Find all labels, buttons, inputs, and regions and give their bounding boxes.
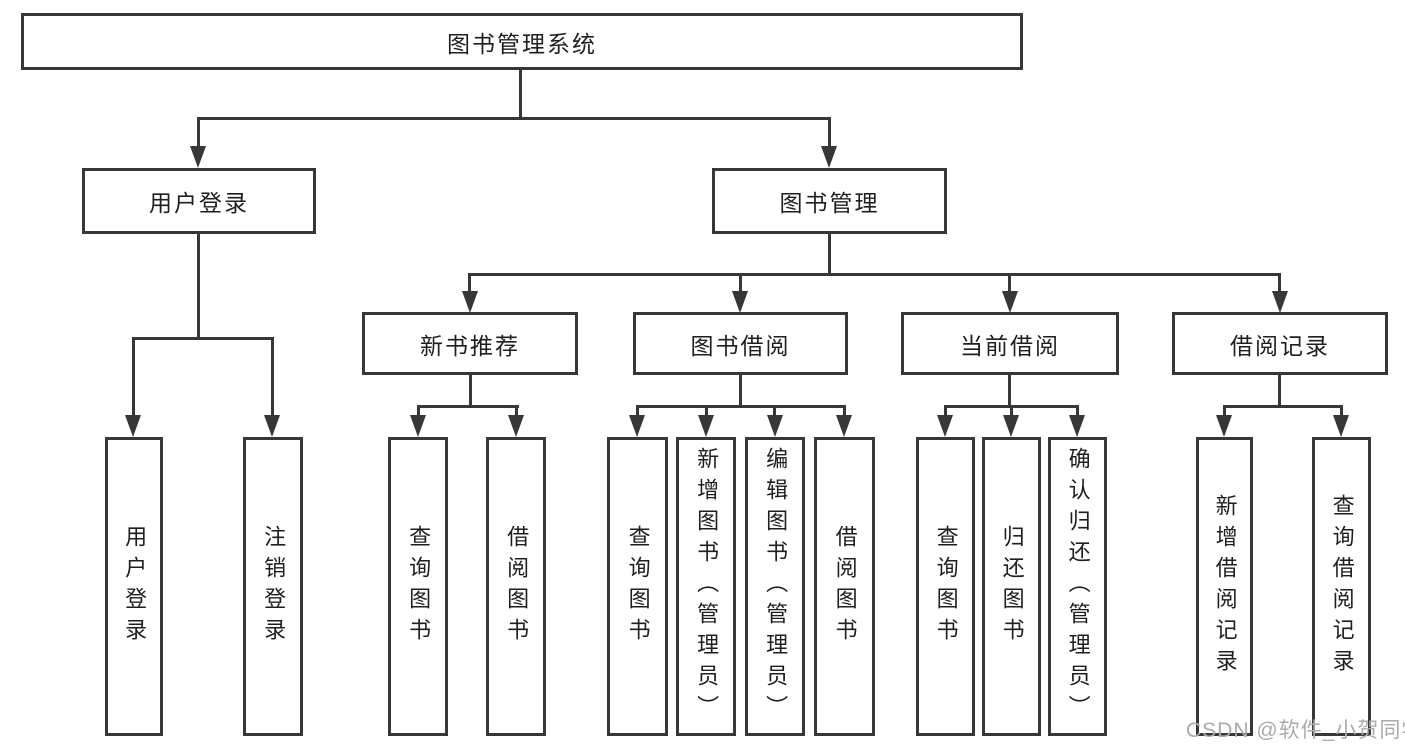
connector-stub-current-confirm <box>1076 405 1079 419</box>
leaf-current-return-book: 归还图书 <box>982 437 1041 736</box>
leaf-recommend-query-book: 查询图书 <box>388 437 448 736</box>
connector-stub-book-management <box>828 117 831 150</box>
node-root-system: 图书管理系统 <box>21 13 1023 70</box>
arrow-down-records-add <box>1216 415 1232 437</box>
arrow-down-leaf-logout <box>264 415 280 437</box>
leaf-records-query-record-label: 查询借阅记录 <box>1329 493 1355 680</box>
connector-stub-leaf-logout <box>271 337 274 417</box>
connector-current-stem <box>1008 375 1011 408</box>
leaf-borrow-edit-book-admin-label: 编辑图书（管理员） <box>763 447 789 726</box>
connector-records-bar <box>1223 405 1343 408</box>
leaf-borrow-edit-book-admin: 编辑图书（管理员） <box>745 437 805 736</box>
node-new-book-recommend-label: 新书推荐 <box>420 332 520 359</box>
arrow-down-borrow-borrow <box>836 415 852 437</box>
node-user-login-label: 用户登录 <box>149 190 249 216</box>
leaf-recommend-borrow-book: 借阅图书 <box>486 437 546 736</box>
leaf-current-confirm-return-admin: 确认归还（管理员） <box>1048 437 1107 736</box>
connector-root-stem <box>519 70 522 119</box>
leaf-logout: 注销登录 <box>243 437 303 736</box>
connector-stub-recommend-query <box>417 405 420 419</box>
arrow-down-user-login <box>190 146 206 168</box>
node-new-book-recommend: 新书推荐 <box>362 312 578 375</box>
node-borrow-records-label: 借阅记录 <box>1230 332 1330 359</box>
leaf-borrow-add-book-admin: 新增图书（管理员） <box>676 437 736 736</box>
arrow-down-current-return <box>1003 415 1019 437</box>
leaf-current-confirm-return-admin-label: 确认归还（管理员） <box>1065 447 1091 726</box>
leaf-borrow-borrow-book-label: 借阅图书 <box>832 524 858 649</box>
arrow-down-borrow-edit <box>767 415 783 437</box>
leaf-current-return-book-label: 归还图书 <box>999 524 1025 649</box>
node-current-borrow-label: 当前借阅 <box>960 332 1060 359</box>
connector-stub-borrow-borrow <box>843 405 846 419</box>
leaf-recommend-borrow-book-label: 借阅图书 <box>504 524 530 649</box>
arrow-down-records-query <box>1333 415 1349 437</box>
leaf-recommend-query-book-label: 查询图书 <box>406 524 432 649</box>
connector-stub-records-add <box>1223 405 1226 419</box>
leaf-user-login: 用户登录 <box>105 437 163 736</box>
connector-records-stem <box>1278 375 1281 408</box>
connector-stub-borrow-records <box>1278 273 1281 295</box>
connector-user-login-stem <box>197 234 200 340</box>
arrow-down-borrow-records <box>1272 291 1288 313</box>
arrow-down-current-borrow <box>1002 291 1018 313</box>
leaf-current-query-book-label: 查询图书 <box>933 524 959 649</box>
node-borrow-records: 借阅记录 <box>1172 312 1388 375</box>
leaf-borrow-query-book-label: 查询图书 <box>625 524 651 649</box>
connector-stub-user-login <box>197 117 200 150</box>
arrow-down-book-management <box>821 146 837 168</box>
connector-stub-borrow-query <box>636 405 639 419</box>
connector-borrow-bar <box>636 405 846 408</box>
node-book-management-label: 图书管理 <box>779 190 880 216</box>
connector-stub-current-borrow <box>1008 273 1011 295</box>
leaf-records-add-record: 新增借阅记录 <box>1196 437 1253 736</box>
connector-stub-book-borrow <box>739 273 742 295</box>
arrow-down-book-borrow <box>732 291 748 313</box>
arrow-down-recommend-query <box>410 415 426 437</box>
leaf-logout-label: 注销登录 <box>261 524 287 649</box>
node-book-management: 图书管理 <box>712 168 947 234</box>
connector-stub-records-query <box>1340 405 1343 419</box>
node-root-label: 图书管理系统 <box>447 30 597 57</box>
connector-stub-current-return <box>1010 405 1013 419</box>
connector-stub-borrow-add <box>705 405 708 419</box>
connector-borrow-stem <box>739 375 742 408</box>
connector-stub-current-query <box>944 405 947 419</box>
connector-level2-bar <box>197 117 831 120</box>
watermark: CSDN @软件_小贺同学 <box>1186 719 1405 742</box>
leaf-borrow-query-book: 查询图书 <box>607 437 668 736</box>
arrow-down-leaf-login <box>125 415 141 437</box>
leaf-borrow-add-book-admin-label: 新增图书（管理员） <box>694 447 720 726</box>
connector-book-management-stem <box>828 234 831 276</box>
node-user-login: 用户登录 <box>82 168 316 234</box>
leaf-current-query-book: 查询图书 <box>916 437 975 736</box>
connector-stub-new-book-recommend <box>468 273 471 295</box>
connector-user-login-bar <box>132 337 274 340</box>
arrow-down-current-confirm <box>1069 415 1085 437</box>
leaf-records-add-record-label: 新增借阅记录 <box>1212 493 1238 680</box>
node-book-borrow: 图书借阅 <box>633 312 848 375</box>
arrow-down-current-query <box>937 415 953 437</box>
arrow-down-new-book-recommend <box>462 291 478 313</box>
connector-recommend-bar <box>417 405 519 408</box>
connector-recommend-stem <box>469 375 472 408</box>
connector-stub-recommend-borrow <box>515 405 518 419</box>
leaf-records-query-record: 查询借阅记录 <box>1312 437 1371 736</box>
node-book-borrow-label: 图书借阅 <box>690 332 791 359</box>
leaf-user-login-label: 用户登录 <box>122 524 148 649</box>
connector-level3-bar <box>469 273 1281 276</box>
arrow-down-borrow-query <box>629 415 645 437</box>
arrow-down-recommend-borrow <box>508 415 524 437</box>
connector-stub-borrow-edit <box>773 405 776 419</box>
leaf-borrow-borrow-book: 借阅图书 <box>814 437 875 736</box>
node-current-borrow: 当前借阅 <box>901 312 1119 375</box>
connector-stub-leaf-login <box>132 337 135 417</box>
arrow-down-borrow-add <box>698 415 714 437</box>
